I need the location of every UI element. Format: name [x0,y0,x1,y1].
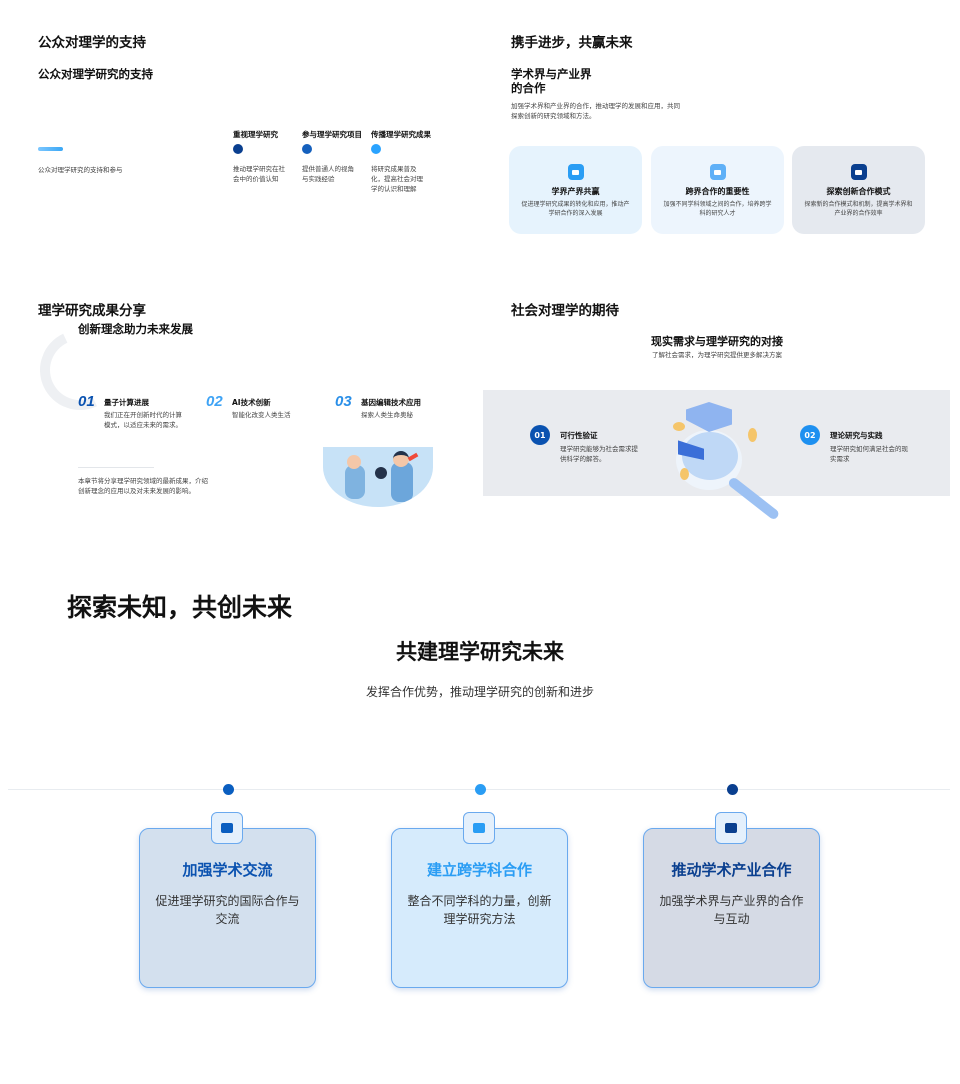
column-text: 提供普通人的视角与实践经验 [302,165,354,184]
card-text: 加强不同学科领域之间的合作，培养跨学科的研究人才 [663,201,772,217]
column-title: 传播理学研究成果 [371,130,431,139]
section-sub: 了解社会需求，为理学研究提供更多解决方案 [652,351,782,359]
timeline-dot [223,784,234,795]
card-title: 学界产界共赢 [551,187,600,196]
step-badge: 01 [530,425,550,445]
settings-icon [709,164,726,180]
item-title: 量子计算进展 [104,398,149,407]
goal-card[interactable]: 推动学术产业合作 加强学术界与产业界的合作与互动 [643,828,820,988]
accent-bar [38,147,63,151]
step-badge: 02 [800,425,820,445]
cooperation-card[interactable]: 学界产界共赢 促进理学研究成果的转化和应用，推动产学研合作的深入发展 [509,146,642,234]
column-text: 推动理学研究在社会中的价值认知 [233,165,285,184]
section-subtitle: 创新理念助力未来发展 [78,322,193,336]
sofa-icon [463,812,495,844]
scientists-illustration [323,447,433,507]
card-text: 促进理学研究的国际合作与交流 [155,894,300,926]
column-dot [371,144,381,154]
section-title: 社会对理学的期待 [511,303,619,319]
timeline-dot [727,784,738,795]
card-text: 整合不同学科的力量，创新理学研究方法 [407,894,552,926]
item-text: 理学研究能够为社会需求提供科学的解答。 [560,445,638,464]
item-title: 理论研究与实践 [830,431,883,440]
column-dot [233,144,243,154]
hero-title: 探索未知，共创未来 [67,593,293,622]
image-icon [211,812,243,844]
cooperation-card[interactable]: 跨界合作的重要性 加强不同学科领域之间的合作，培养跨学科的研究人才 [651,146,784,234]
column-dot [302,144,312,154]
section-title: 公众对理学的支持 [38,35,146,51]
column-title: 参与理学研究项目 [302,130,362,139]
goal-card[interactable]: 加强学术交流 促进理学研究的国际合作与交流 [139,828,316,988]
section-title: 理学研究成果分享 [38,303,146,319]
chart-magnifier-illustration [660,400,781,521]
card-title: 加强学术交流 [182,861,273,879]
hero-sub: 发挥合作优势，推动理学研究的创新和进步 [365,685,594,699]
card-text: 加强学术界与产业界的合作与互动 [659,894,804,926]
item-number: 03 [335,393,352,410]
hero-heading: 共建理学研究未来 [396,640,564,664]
section-heading: 现实需求与理学研究的对接 [651,335,783,348]
item-title: 可行性验证 [560,431,598,440]
puzzle-icon [715,812,747,844]
section-heading: 学术界与产业界的合作 [511,67,592,96]
section-title: 携手进步，共赢未来 [511,35,633,51]
column-title: 重视理学研究 [233,130,278,139]
column-text: 将研究成果普及化，提高社会对理学的认识和理解 [371,165,423,194]
item-number: 02 [206,393,223,410]
section-desc: 公众对理学研究的支持和参与 [38,166,123,174]
chat-icon [567,164,584,180]
item-number: 01 [78,393,95,410]
item-text: 探索人类生命奥秘 [361,411,413,419]
card-text: 探索新的合作模式和机制，提高学术界和产业界的合作效率 [804,201,913,217]
item-text: 智能化改变人类生活 [232,411,291,419]
divider [78,467,154,468]
item-title: AI技术创新 [232,398,271,407]
card-title: 推动学术产业合作 [671,861,792,879]
item-text: 我们正在开创新时代的计算模式，以适应未来的需求。 [104,411,182,430]
item-text: 理学研究如何满足社会的现实需求 [830,445,908,464]
section-subtitle: 公众对理学研究的支持 [38,67,153,81]
card-title: 跨界合作的重要性 [685,187,750,196]
card-title: 探索创新合作模式 [826,187,891,196]
message-icon [850,164,867,180]
goal-card[interactable]: 建立跨学科合作 整合不同学科的力量，创新理学研究方法 [391,828,568,988]
cooperation-card[interactable]: 探索创新合作模式 探索新的合作模式和机制，提高学术界和产业界的合作效率 [792,146,925,234]
card-title: 建立跨学科合作 [426,861,532,879]
section-desc: 加强学术界和产业界的合作，推动理学的发展和应用，共同探索创新的研究领域和方法。 [511,102,680,121]
item-title: 基因编辑技术应用 [361,398,421,407]
timeline-dot [475,784,486,795]
section-note: 本章节将分享理学研究领域的最新成果，介绍创新理念的应用以及对未来发展的影响。 [78,477,208,496]
card-text: 促进理学研究成果的转化和应用，推动产学研合作的深入发展 [521,201,630,217]
